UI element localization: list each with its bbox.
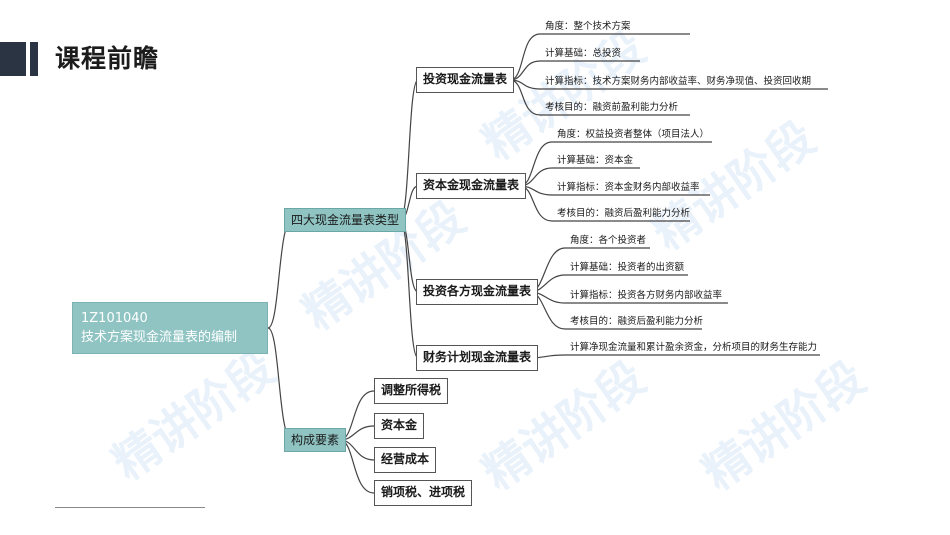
root-code: 1Z101040 xyxy=(81,311,148,326)
leaf-text: 考核目的：融资前盈利能力分析 xyxy=(545,102,679,113)
leaf-text: 计算基础：投资者的出资额 xyxy=(570,262,685,273)
leaf-text: 考核目的：融资后盈利能力分析 xyxy=(557,208,691,219)
node-investment-cashflow: 投资现金流量表 xyxy=(416,67,515,93)
leaf-text: 计算基础：总投资 xyxy=(545,48,622,59)
node-operating-cost: 经营成本 xyxy=(374,447,437,473)
node-investor-cashflow: 投资各方现金流量表 xyxy=(416,279,539,305)
node-financial-plan-cashflow: 财务计划现金流量表 xyxy=(416,345,539,371)
root-title: 技术方案现金流量表的编制 xyxy=(81,330,238,345)
leaf-text: 角度：权益投资者整体（项目法人） xyxy=(557,129,710,140)
node-adjusted-income-tax: 调整所得税 xyxy=(374,378,449,404)
mindmap-root-node: 1Z101040 技术方案现金流量表的编制 xyxy=(72,302,268,354)
node-capital: 资本金 xyxy=(374,413,425,439)
leaf-text: 计算净现金流量和累计盈余资金，分析项目的财务生存能力 xyxy=(570,342,818,353)
leaf-text: 考核目的：融资后盈利能力分析 xyxy=(570,316,704,327)
title-accent-bar xyxy=(0,42,26,76)
leaf-text: 计算基础：资本金 xyxy=(557,155,634,166)
leaf-text: 角度：整个技术方案 xyxy=(545,21,631,32)
leaf-text: 计算指标：资本金财务内部收益率 xyxy=(557,182,700,193)
node-capital-cashflow: 资本金现金流量表 xyxy=(416,173,527,199)
node-output-input-tax: 销项税、进项税 xyxy=(374,480,473,506)
page-title: 课程前瞻 xyxy=(55,44,160,73)
leaf-text: 计算指标：技术方案财务内部收益率、财务净现值、投资回收期 xyxy=(545,76,812,87)
leaf-text: 计算指标：投资各方财务内部收益率 xyxy=(570,290,723,301)
node-cashflow-types: 四大现金流量表类型 xyxy=(284,208,407,232)
title-accent-bar xyxy=(30,42,38,76)
footer-divider xyxy=(55,507,205,508)
node-components: 构成要素 xyxy=(284,428,347,452)
leaf-text: 角度：各个投资者 xyxy=(570,235,647,246)
